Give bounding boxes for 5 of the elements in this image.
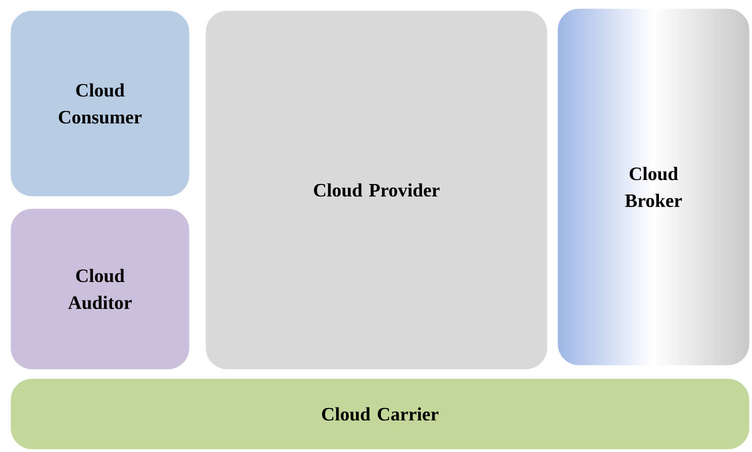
role-box: Cloud Carrier [9, 377, 751, 451]
role-box: Cloud Provider [204, 9, 549, 371]
role-box: Cloud Consumer [9, 9, 191, 198]
role-box: Cloud Broker [556, 7, 751, 367]
role-box: Cloud Auditor [9, 207, 191, 371]
